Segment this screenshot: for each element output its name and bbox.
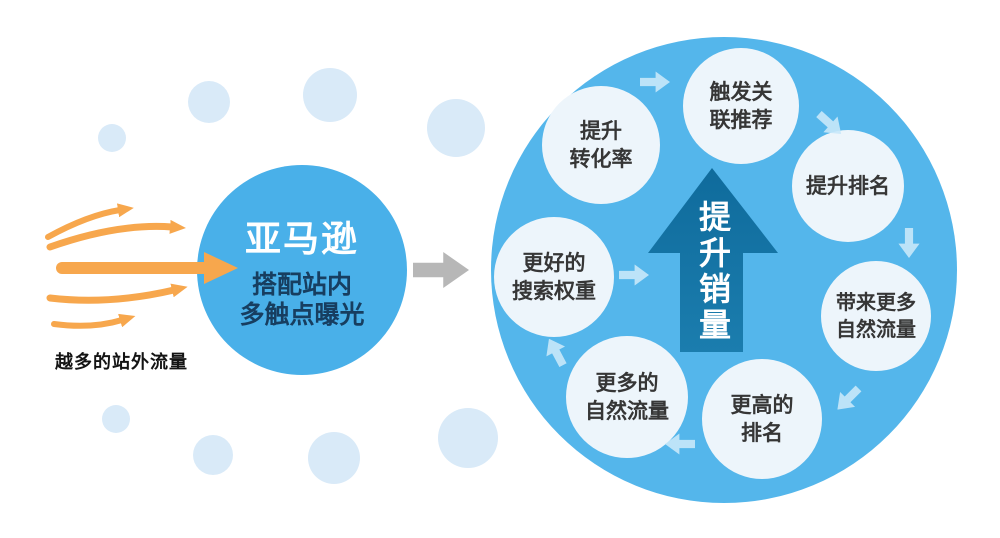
center-up-arrow-icon (648, 168, 778, 352)
node-bring-organic-traffic: 带来更多 自然流量 (821, 261, 931, 371)
decorative-dot (98, 124, 126, 152)
traffic-arrow-icon (46, 219, 186, 251)
node-ranking-up: 提升排名 (792, 130, 904, 242)
outside-traffic-label: 越多的站外流量 (55, 352, 188, 373)
node-label: 更好的 搜索权重 (512, 250, 596, 303)
decorative-dot (303, 68, 357, 122)
node-related-recommend: 触发关 联推荐 (683, 48, 799, 164)
node-label: 提升排名 (806, 173, 890, 198)
node-label: 提升 转化率 (569, 118, 633, 171)
decorative-dot (308, 432, 360, 484)
hub-subtitle-line2: 多触点曝光 (239, 300, 365, 329)
decorative-dot (102, 405, 130, 433)
node-conversion-rate: 提升 转化率 (542, 86, 660, 204)
node-higher-ranking: 更高的 排名 (702, 359, 822, 479)
node-label: 更高的 排名 (730, 392, 794, 445)
decorative-dot (438, 408, 498, 468)
hub-title: 亚马逊 (244, 218, 359, 260)
hub-subtitle-line1: 搭配站内 (251, 269, 352, 299)
outside-traffic-arrows-icon (45, 203, 238, 329)
decorative-dot (427, 99, 485, 157)
decorative-dot (193, 435, 233, 475)
node-label: 更多的 自然流量 (585, 370, 669, 423)
traffic-arrow-icon (51, 313, 136, 329)
node-search-weight: 更好的 搜索权重 (494, 217, 614, 337)
center-arrow-label: 提升销量 (694, 200, 732, 344)
node-label: 带来更多 自然流量 (836, 290, 916, 341)
decorative-dot (188, 81, 230, 123)
traffic-arrow-icon (46, 283, 188, 304)
node-label: 触发关 联推荐 (709, 79, 773, 132)
transition-arrow-icon (413, 252, 469, 288)
node-more-organic-traffic: 更多的 自然流量 (566, 336, 688, 458)
traffic-arrow-icon (45, 203, 134, 240)
